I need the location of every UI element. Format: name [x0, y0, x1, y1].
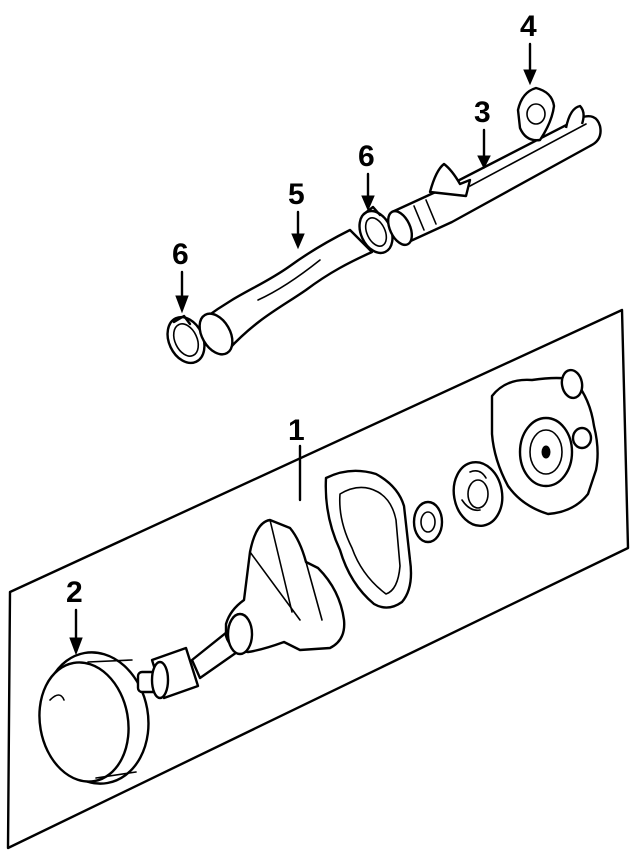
- assembly-box: [6, 308, 630, 850]
- impeller[interactable]: [449, 458, 507, 529]
- callout-5: 5: [288, 178, 305, 250]
- callout-1: 1: [288, 414, 305, 502]
- callout-5-label: 5: [288, 178, 305, 211]
- callout-1-label: 1: [288, 414, 305, 447]
- rear-cover[interactable]: [490, 368, 599, 516]
- seal[interactable]: [412, 500, 444, 544]
- callout-4-label: 4: [520, 10, 537, 43]
- shaft-bearing[interactable]: [136, 626, 242, 700]
- callout-4: 4: [520, 10, 537, 86]
- hose[interactable]: [193, 228, 374, 360]
- callout-6-left: 6: [172, 238, 189, 314]
- callout-6b-label: 6: [358, 140, 375, 173]
- callout-6-right: 6: [358, 140, 375, 212]
- callout-2-label: 2: [66, 576, 83, 609]
- pulley[interactable]: [30, 644, 158, 792]
- pump-housing[interactable]: [224, 518, 346, 656]
- hose-clamp-right[interactable]: [353, 205, 399, 259]
- gasket-top[interactable]: [516, 86, 556, 142]
- callout-3-label: 3: [474, 96, 491, 129]
- callout-3: 3: [474, 96, 491, 170]
- bypass-tube[interactable]: [383, 104, 602, 249]
- callout-6a-label: 6: [172, 238, 189, 271]
- callout-2: 2: [66, 576, 83, 656]
- gasket-middle[interactable]: [324, 469, 413, 609]
